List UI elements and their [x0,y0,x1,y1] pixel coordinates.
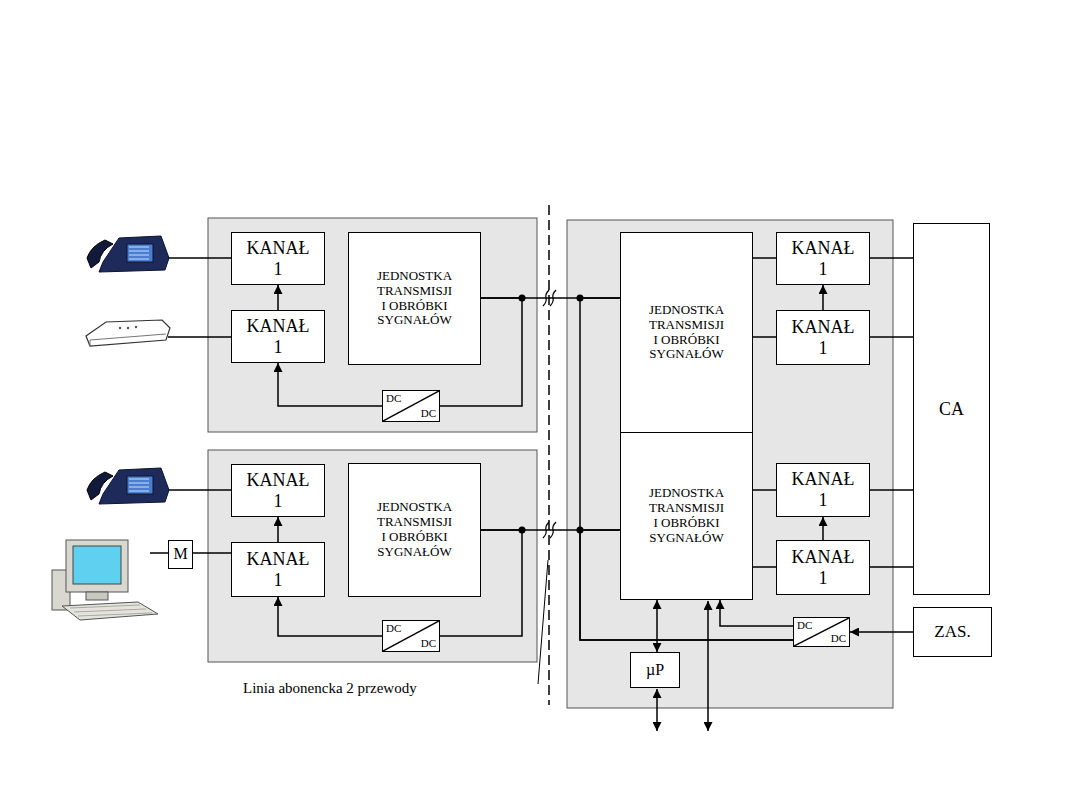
box-label: M [173,545,187,563]
channel-box: KANAŁ 1 [231,232,325,285]
transmission-unit: JEDNOSTKA TRANSMISJI I OBRÓBKI SYGNAŁÓW [620,232,753,433]
channel-box: KANAŁ 1 [776,540,870,595]
converter-label: DC [421,408,436,419]
transmission-unit: JEDNOSTKA TRANSMISJI I OBRÓBKI SYGNAŁÓW [348,463,481,597]
channel-box: KANAŁ 1 [776,232,870,285]
line-label: Linia abonencka 2 przewody [241,680,419,697]
signal-line [870,566,913,568]
signal-line [278,363,382,406]
signal-line [720,600,793,626]
unit-label: JEDNOSTKA TRANSMISJI I OBRÓBKI SYGNAŁÓW [647,486,727,546]
dc-converter: DC DC [382,390,440,422]
wire [168,489,231,491]
modem-box: M [168,540,193,569]
unit-label: JEDNOSTKA TRANSMISJI I OBRÓBKI SYGNAŁÓW [375,269,455,329]
box-label: KANAŁ 1 [247,470,310,511]
panel [567,220,893,708]
signal-line [753,336,776,338]
signal-line [870,257,913,259]
power-supply-box: ZAS. [913,607,992,657]
box-label: KANAŁ 1 [792,317,855,358]
converter-label: DC [386,393,401,404]
unit-label: JEDNOSTKA TRANSMISJI I OBRÓBKI SYGNAŁÓW [375,500,455,560]
diagonal-line [383,621,439,651]
unit-label: JEDNOSTKA TRANSMISJI I OBRÓBKI SYGNAŁÓW [647,303,727,363]
signal-line [193,552,231,554]
box-label: KANAŁ 1 [247,549,310,590]
boundary-dashed-line [548,205,550,705]
diagonal-line [794,618,849,646]
computer-icon [52,540,158,620]
channel-box: KANAŁ 1 [776,310,870,365]
signal-line [753,257,776,259]
box-label: µP [646,661,664,679]
box-label: KANAŁ 1 [247,316,310,357]
wire [150,552,168,554]
channel-box: KANAŁ 1 [231,542,325,597]
signal-line [870,336,913,338]
microprocessor-box: µP [630,652,680,688]
panel [208,450,537,662]
signal-line [870,489,913,491]
signal-line [753,489,776,491]
external-arrow [656,689,658,731]
transmission-unit: JEDNOSTKA TRANSMISJI I OBRÓBKI SYGNAŁÓW [620,432,753,600]
telephone-icon [87,468,169,504]
telephone-icon [87,236,169,272]
signal-line [277,285,279,310]
external-arrow [707,601,709,731]
leader-line [538,560,548,684]
signal-line [278,597,382,636]
converter-label: DC [386,623,401,634]
signal-line [850,631,913,633]
exchange-box: CA [913,223,990,595]
wire [168,336,231,338]
box-label: CA [939,399,964,420]
modem-icon [86,320,170,346]
diagonal-line [383,391,439,421]
box-label: KANAŁ 1 [792,238,855,279]
box-label: KANAŁ 1 [247,238,310,279]
box-label: ZAS. [934,622,970,642]
signal-line [277,517,279,542]
converter-label: DC [797,620,812,631]
channel-box: KANAŁ 1 [231,310,325,363]
signal-line [822,285,824,310]
converter-label: DC [421,638,436,649]
signal-line [822,517,824,540]
signal-line [580,298,793,640]
box-label: KANAŁ 1 [792,469,855,510]
panel [208,218,537,432]
dc-converter: DC DC [382,620,440,652]
wire [168,257,231,259]
box-label: KANAŁ 1 [792,547,855,588]
transmission-unit: JEDNOSTKA TRANSMISJI I OBRÓBKI SYGNAŁÓW [348,232,481,365]
channel-box: KANAŁ 1 [231,464,325,517]
dc-converter: DC DC [793,617,850,647]
converter-label: DC [831,633,846,644]
signal-line [753,566,776,568]
signal-line [656,600,658,652]
channel-box: KANAŁ 1 [776,463,870,517]
